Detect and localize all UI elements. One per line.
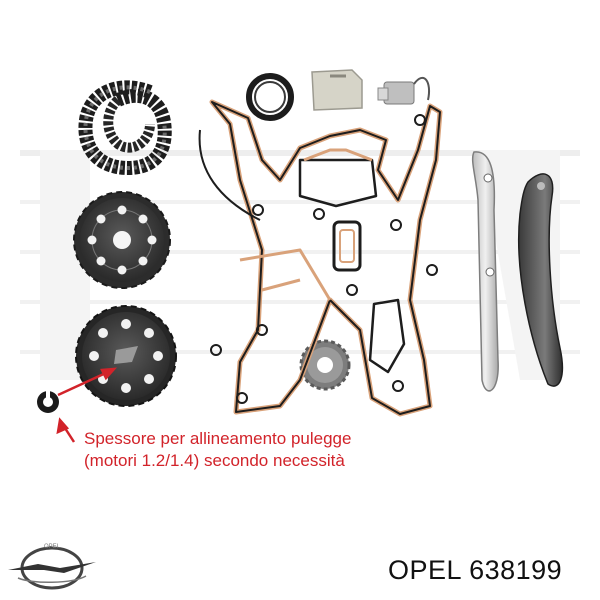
crankshaft-gear — [299, 339, 351, 391]
photo-caption: Spessore per allineamento pulegge (motor… — [84, 428, 504, 472]
timing-cover-gasket — [198, 99, 443, 417]
brand-name: OPEL — [388, 555, 462, 585]
tensioner-rail — [517, 173, 564, 387]
part-identifier: OPEL 638199 — [388, 555, 598, 586]
part-number: 638199 — [469, 555, 563, 585]
chain-guide-rail — [471, 151, 499, 392]
caption-line-2: (motori 1.2/1.4) secondo necessità — [84, 451, 345, 470]
camshaft-sprocket-upper — [73, 191, 171, 289]
timing-chain — [78, 80, 172, 176]
oil-seal — [246, 73, 294, 121]
opel-logo-icon: OPEL — [8, 544, 96, 590]
chain-guide-block — [311, 69, 363, 111]
alignment-shim — [37, 391, 59, 413]
chain-tensioner — [377, 77, 430, 105]
camshaft-sprocket-lower — [75, 305, 177, 407]
caption-line-1: Spessore per allineamento pulegge — [84, 429, 352, 448]
arrow-icon — [56, 367, 118, 443]
svg-text:OPEL: OPEL — [44, 544, 61, 550]
